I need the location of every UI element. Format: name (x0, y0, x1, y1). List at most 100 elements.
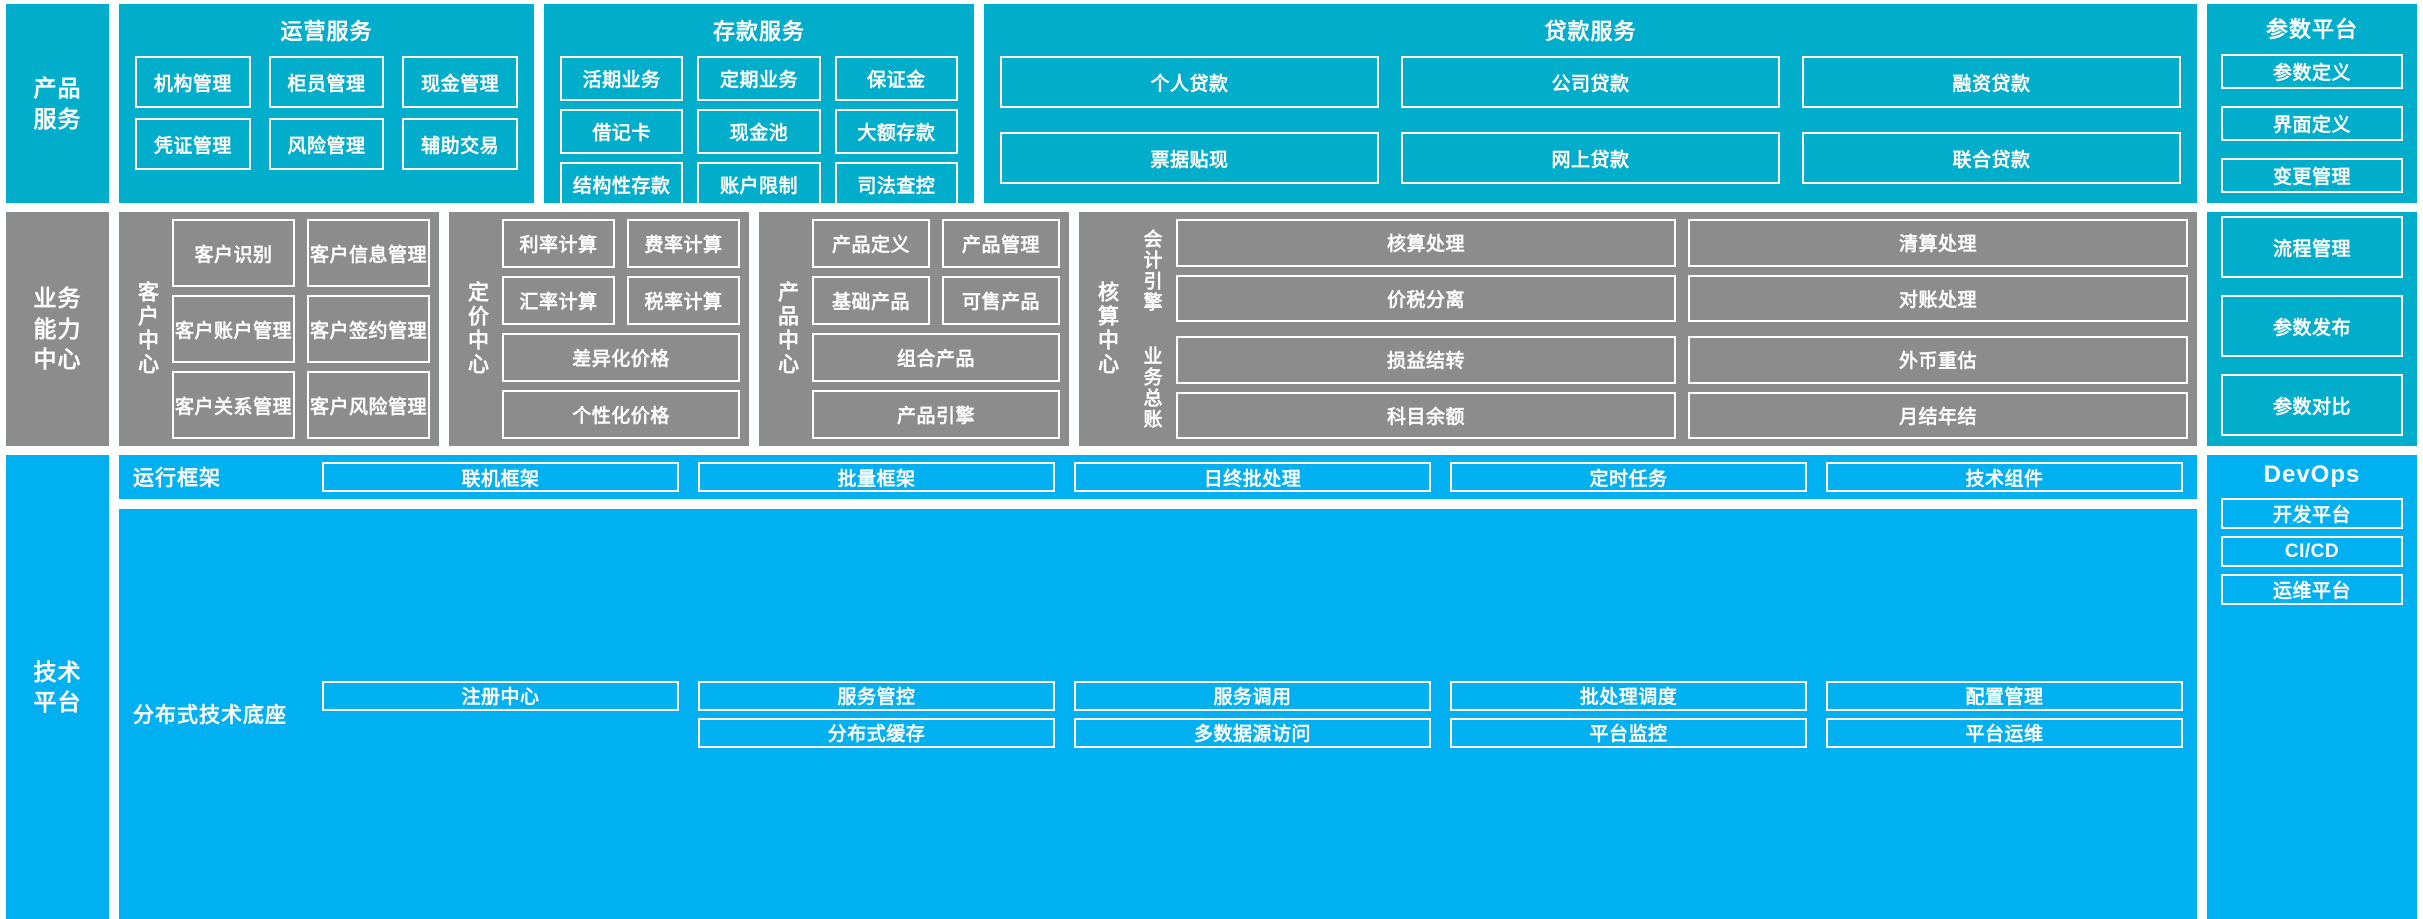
capability-item[interactable]: 外币重估 (1688, 336, 2188, 384)
capability-item[interactable]: 对账处理 (1688, 274, 2188, 322)
deposit-services-grid: 活期业务 定期业务 保证金 借记卡 现金池 大额存款 结构性存款 账户限制 司法… (560, 56, 958, 207)
tech-row-runtime-framework: 运行框架 联机框架 批量框架 日终批处理 定时任务 技术组件 (119, 455, 2197, 499)
panel-parameter-platform: 参数平台 参数定义 界面定义 变更管理 (2207, 4, 2417, 203)
capability-item[interactable]: 清算处理 (1688, 219, 2188, 267)
loan-services-grid: 个人贷款 公司贷款 融资贷款 票据贴现 网上贷款 联合贷款 (1000, 56, 2181, 184)
service-item[interactable]: 柜员管理 (268, 56, 385, 108)
parameter-item[interactable]: 变更管理 (2221, 158, 2403, 193)
service-item[interactable]: 活期业务 (560, 56, 684, 101)
subgroup-label-general-ledger: 业务总账 (1140, 345, 1162, 430)
service-item[interactable]: 定期业务 (697, 56, 821, 101)
capability-item[interactable]: 客户识别 (172, 219, 295, 287)
service-item[interactable]: 大额存款 (834, 109, 958, 154)
capability-item[interactable]: 核算处理 (1176, 219, 1676, 267)
service-item[interactable]: 借记卡 (560, 109, 684, 154)
service-item[interactable]: 网上贷款 (1401, 132, 1780, 184)
capability-item[interactable]: 客户关系管理 (172, 371, 295, 439)
capability-item[interactable]: 基础产品 (812, 276, 930, 325)
accounting-engine-grid: 核算处理 清算处理 价税分离 对账处理 (1176, 219, 2188, 322)
service-item[interactable]: 现金池 (697, 109, 821, 154)
rail-line-2: 能力 (33, 315, 82, 342)
service-item[interactable]: 凭证管理 (135, 118, 251, 170)
center-label-pricing: 定价中心 (465, 281, 489, 377)
tech-item[interactable]: 批处理调度 (1450, 680, 1807, 711)
devops-item[interactable]: 开发平台 (2221, 498, 2403, 529)
tech-item[interactable]: 分布式缓存 (698, 717, 1055, 748)
group-title-deposit-services: 存款服务 (712, 19, 805, 44)
devops-item[interactable]: CI/CD (2221, 536, 2403, 567)
center-label-customer: 客户中心 (135, 281, 159, 377)
tech-item[interactable]: 技术组件 (1826, 462, 2183, 492)
service-item[interactable]: 保证金 (834, 56, 958, 101)
capability-item[interactable]: 客户信息管理 (307, 219, 430, 287)
tech-item[interactable]: 批量框架 (698, 462, 1055, 492)
runtime-framework-items: 联机框架 批量框架 日终批处理 定时任务 技术组件 (322, 462, 2183, 492)
customer-center-grid: 客户识别 客户信息管理 客户账户管理 客户签约管理 客户关系管理 客户风险管理 (172, 219, 430, 439)
service-item[interactable]: 辅助交易 (402, 118, 518, 170)
operating-services-grid: 机构管理 柜员管理 现金管理 凭证管理 风险管理 辅助交易 (135, 56, 518, 170)
tech-item[interactable]: 配置管理 (1826, 680, 2183, 711)
tech-row-distributed-base: 分布式技术底座 注册中心 服务管控 服务调用 批处理调度 配置管理 分布式缓存 … (119, 509, 2197, 919)
center-pricing: 定价中心 利率计算 费率计算 汇率计算 税率计算 差异化价格 个性化价格 (449, 212, 749, 446)
parameter-item[interactable]: 参数定义 (2221, 54, 2403, 89)
tech-item[interactable]: 服务调用 (1074, 680, 1431, 711)
capability-item[interactable]: 月结年结 (1688, 391, 2188, 439)
tech-item[interactable]: 平台运维 (1826, 717, 2183, 748)
layer-product-services: 产品 服务 运营服务 机构管理 柜员管理 现金管理 凭证管理 风险管理 辅助交易… (0, 4, 2423, 207)
capability-item[interactable]: 可售产品 (942, 276, 1060, 325)
capability-item[interactable]: 税率计算 (627, 276, 740, 325)
parameter-item[interactable]: 参数发布 (2221, 295, 2403, 357)
devops-item[interactable]: 运维平台 (2221, 574, 2403, 605)
service-item[interactable]: 票据贴现 (1000, 132, 1379, 184)
capability-item[interactable]: 费率计算 (627, 219, 740, 268)
capability-item[interactable]: 价税分离 (1176, 274, 1676, 322)
capability-item[interactable]: 产品引擎 (812, 390, 1060, 439)
service-item[interactable]: 机构管理 (135, 56, 251, 108)
layer-label-business-capability: 业务 能力 中心 (6, 212, 109, 446)
service-item[interactable]: 联合贷款 (1802, 132, 2181, 184)
capability-item[interactable]: 产品管理 (942, 219, 1060, 268)
center-accounting: 核算中心 会计引擎 核算处理 清算处理 价税分离 对账处理 业务总账 损益结转 (1079, 212, 2197, 446)
service-item[interactable]: 风险管理 (268, 118, 385, 170)
capability-item[interactable]: 客户账户管理 (172, 295, 295, 363)
tech-item[interactable]: 日终批处理 (1074, 462, 1431, 492)
pricing-center-grid: 利率计算 费率计算 汇率计算 税率计算 差异化价格 个性化价格 (502, 219, 740, 439)
service-item[interactable]: 司法查控 (834, 162, 958, 207)
service-item[interactable]: 个人贷款 (1000, 56, 1379, 108)
panel-parameter-platform-continued: 流程管理 参数发布 参数对比 (2207, 212, 2417, 446)
capability-item[interactable]: 客户签约管理 (307, 295, 430, 363)
capability-item[interactable]: 利率计算 (502, 219, 615, 268)
tech-row-label-distributed-base: 分布式技术底座 (133, 704, 287, 727)
tech-item[interactable]: 定时任务 (1450, 462, 1807, 492)
service-item[interactable]: 公司贷款 (1401, 56, 1780, 108)
rail-line-1: 技术 (33, 658, 82, 685)
panel-devops: DevOps 开发平台 CI/CD 运维平台 (2207, 455, 2417, 919)
service-item[interactable]: 融资贷款 (1802, 56, 2181, 108)
capability-item[interactable]: 损益结转 (1176, 336, 1676, 384)
service-item[interactable]: 账户限制 (697, 162, 821, 207)
parameter-item[interactable]: 界面定义 (2221, 106, 2403, 141)
capability-item[interactable]: 组合产品 (812, 333, 1060, 382)
tech-item[interactable]: 服务管控 (698, 680, 1055, 711)
service-item[interactable]: 结构性存款 (560, 162, 684, 207)
capability-item[interactable]: 差异化价格 (502, 333, 740, 382)
service-item[interactable]: 现金管理 (402, 56, 518, 108)
layer-tech-platform: 技术 平台 运行框架 联机框架 批量框架 日终批处理 定时任务 技术组件 分布式… (0, 455, 2423, 919)
capability-item[interactable]: 产品定义 (812, 219, 930, 268)
tech-item[interactable]: 多数据源访问 (1074, 717, 1431, 748)
capability-item[interactable]: 个性化价格 (502, 390, 740, 439)
subgroup-general-ledger: 业务总账 损益结转 外币重估 科目余额 月结年结 (1132, 336, 2188, 439)
tech-item[interactable]: 联机框架 (322, 462, 679, 492)
panel-title-parameter-platform: 参数平台 (2265, 17, 2358, 42)
tech-row-label-runtime-framework: 运行框架 (133, 467, 221, 490)
parameter-item[interactable]: 流程管理 (2221, 216, 2403, 278)
capability-item[interactable]: 客户风险管理 (307, 371, 430, 439)
tech-item-registry[interactable]: 注册中心 (322, 680, 679, 711)
accounting-subgroups: 会计引擎 核算处理 清算处理 价税分离 对账处理 业务总账 损益结转 外币重估 … (1132, 219, 2188, 439)
capability-item[interactable]: 科目余额 (1176, 391, 1676, 439)
tech-item[interactable]: 平台监控 (1450, 717, 1807, 748)
capability-item[interactable]: 汇率计算 (502, 276, 615, 325)
group-title-loan-services: 贷款服务 (1544, 19, 1637, 44)
parameter-item[interactable]: 参数对比 (2221, 374, 2403, 436)
group-loan-services: 贷款服务 个人贷款 公司贷款 融资贷款 票据贴现 网上贷款 联合贷款 (984, 4, 2197, 203)
